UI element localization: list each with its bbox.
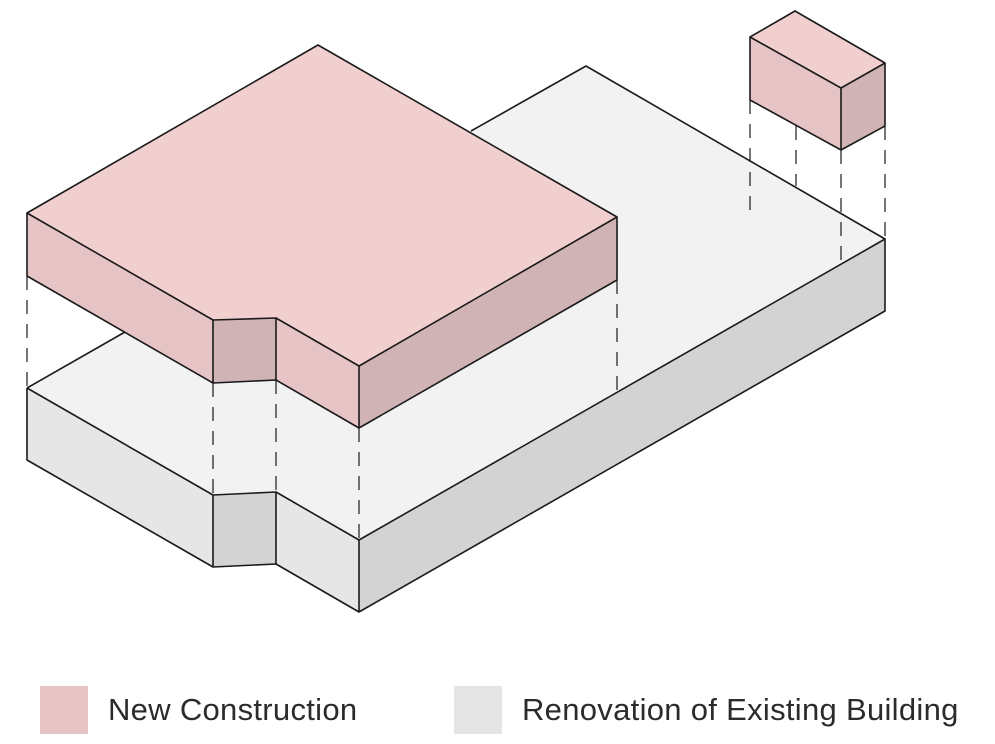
legend: New Construction Renovation of Existing … (0, 680, 995, 740)
new-small-front-left (750, 37, 841, 150)
axonometric-diagram (26, 10, 886, 613)
existing-building-front-left (27, 388, 213, 567)
new-small-top (750, 11, 885, 88)
new-main-front-left (27, 213, 213, 383)
renovation-swatch (454, 686, 502, 734)
legend-item-new-construction: New Construction (40, 686, 357, 734)
new-construction-label: New Construction (108, 692, 358, 727)
new-main-front-right (359, 217, 617, 428)
new-construction-small (749, 10, 886, 151)
projection-lines (26, 100, 886, 540)
new-main-top (27, 45, 617, 366)
new-construction-swatch (40, 686, 88, 734)
existing-building-notch-face (213, 492, 276, 567)
new-main-front-middle (276, 318, 359, 428)
new-construction-main (26, 44, 618, 429)
new-small-front-right (841, 63, 885, 150)
new-main-notch-face (213, 318, 276, 383)
existing-building-front-right (359, 239, 885, 612)
renovation-label: Renovation of Existing Building (522, 692, 959, 727)
existing-building-front-middle (276, 492, 359, 612)
legend-item-renovation: Renovation of Existing Building (454, 686, 959, 734)
